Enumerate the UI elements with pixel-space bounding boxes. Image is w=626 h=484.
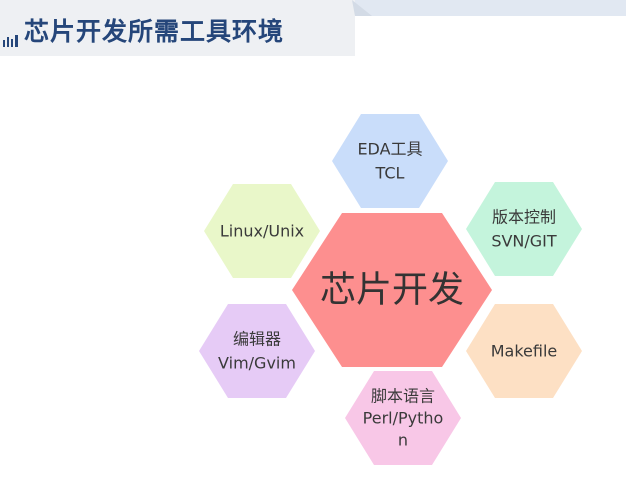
hex-node-version-control-shape [466,182,582,276]
hex-node-version-control-label: SVN/GIT [491,232,557,251]
hex-node-editor: 编辑器 Vim/Gvim [199,304,315,398]
page-title: 芯片开发所需工具环境 [24,17,285,46]
hex-node-script-lang-label: Perl/Pytho [363,409,444,428]
hex-node-eda-label: TCL [375,164,405,183]
hex-node-script-lang: 脚本语言 Perl/Pytho n [345,371,461,465]
hex-node-version-control: 版本控制 SVN/GIT [466,182,582,276]
hex-center-label: 芯片开发 [320,270,464,311]
header-bar [0,0,626,56]
hex-node-version-control-label: 版本控制 [492,208,556,227]
hex-node-os: Linux/Unix [204,184,320,278]
hex-node-makefile-shape [466,304,582,398]
hex-center-chip-development: 芯片开发 [292,213,492,367]
hex-node-script-lang-label: 脚本语言 [371,387,435,406]
hex-node-eda-shape [332,114,448,208]
hex-node-makefile-label: Makefile [491,342,558,361]
hex-node-editor-shape [199,304,315,398]
hex-node-script-lang-shape [345,371,461,465]
hex-center-shape [292,213,492,367]
hex-node-os-shape [204,184,320,278]
hex-node-eda: EDA工具 TCL [332,114,448,208]
hex-node-editor-label: 编辑器 [233,330,281,349]
title-bars-icon [3,35,18,47]
hex-node-script-lang-label: n [398,431,408,450]
hex-node-os-label: Linux/Unix [220,222,304,241]
hex-node-makefile: Makefile [466,304,582,398]
hex-node-editor-label: Vim/Gvim [218,354,296,373]
hex-node-eda-label: EDA工具 [357,140,422,159]
